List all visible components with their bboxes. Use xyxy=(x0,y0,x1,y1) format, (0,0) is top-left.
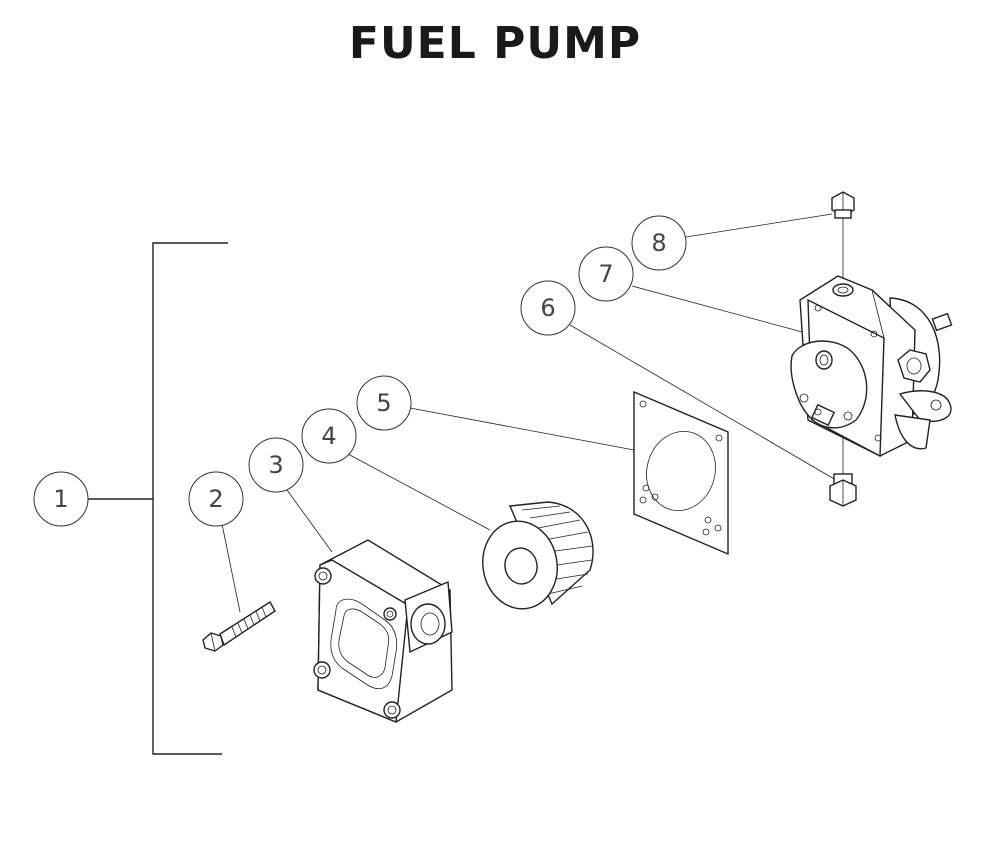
leader-lines xyxy=(221,213,844,613)
pump-body-part xyxy=(790,275,953,458)
callout-7: 7 xyxy=(578,246,634,302)
callout-5: 5 xyxy=(356,375,412,431)
gasket-part xyxy=(633,390,729,556)
bolt-part xyxy=(202,601,276,652)
callout-2-label: 2 xyxy=(208,485,223,513)
assembly-bracket xyxy=(88,242,228,755)
filter-housing-part xyxy=(313,539,453,724)
callout-4: 4 xyxy=(301,408,357,464)
callout-8: 8 xyxy=(631,215,687,271)
top-plug-part xyxy=(831,191,855,219)
callout-6-label: 6 xyxy=(540,294,555,322)
lower-fitting-part xyxy=(829,473,857,507)
page-title: FUEL PUMP xyxy=(348,18,642,69)
callout-4-label: 4 xyxy=(321,422,336,450)
callout-2: 2 xyxy=(188,471,244,527)
callout-7-label: 7 xyxy=(598,260,613,288)
callout-1: 1 xyxy=(33,471,89,527)
callout-8-label: 8 xyxy=(651,229,666,257)
callout-3-label: 3 xyxy=(268,451,283,479)
callout-1-label: 1 xyxy=(53,485,68,513)
callout-6: 6 xyxy=(520,280,576,336)
filter-element-part xyxy=(482,501,594,610)
callout-5-label: 5 xyxy=(376,389,391,417)
callout-3: 3 xyxy=(248,437,304,493)
